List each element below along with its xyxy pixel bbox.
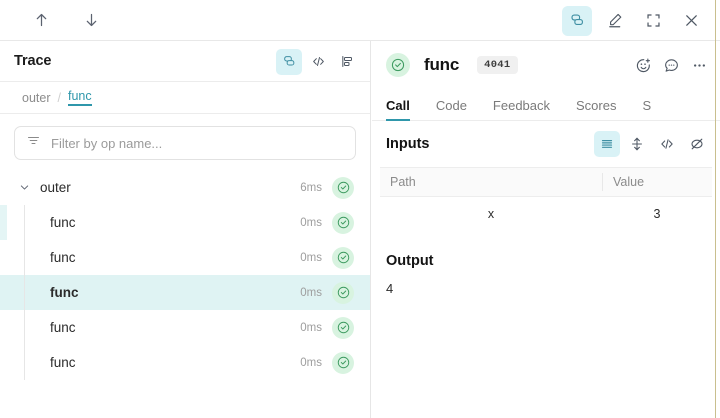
inputs-view-switcher xyxy=(594,131,710,157)
filter-icon xyxy=(26,133,41,153)
tab-scores[interactable]: Scores xyxy=(576,98,617,113)
trace-tree-row-outer[interactable]: outer 6ms xyxy=(0,170,370,205)
expand-rows-icon[interactable] xyxy=(624,131,650,157)
breadcrumb: outer / func xyxy=(0,82,370,114)
breadcrumb-item-root[interactable]: outer xyxy=(22,90,51,105)
top-toolbar-nav xyxy=(0,5,106,35)
cell-value: 3 xyxy=(653,207,661,221)
pencil-icon[interactable] xyxy=(600,6,630,36)
trace-row-status-icon xyxy=(332,351,354,374)
filter-input[interactable] xyxy=(51,135,344,151)
trace-row-label: func xyxy=(50,285,79,300)
trace-tree-row-func[interactable]: func 0ms xyxy=(0,345,370,380)
cell-path: x xyxy=(487,207,495,221)
trace-row-duration: 0ms xyxy=(300,321,322,334)
list-view-icon[interactable] xyxy=(594,131,620,157)
trace-row-status-icon xyxy=(332,316,354,339)
inputs-title: Inputs xyxy=(386,136,430,152)
trace-tree-row-func[interactable]: func 0ms xyxy=(0,275,370,310)
call-detail-panel: func 4041 xyxy=(372,41,720,418)
trace-row-label: func xyxy=(50,355,76,370)
trace-panel-title: Trace xyxy=(14,53,52,69)
tree-parent-indicator xyxy=(0,205,7,240)
call-tabs: Call Code Feedback Scores S xyxy=(372,89,720,121)
trace-tree-row-func[interactable]: func 0ms xyxy=(0,310,370,345)
tab-code[interactable]: Code xyxy=(435,98,467,113)
breadcrumb-separator: / xyxy=(57,90,61,105)
top-toolbar-actions xyxy=(562,0,706,41)
status-badge xyxy=(386,53,410,77)
column-header-path: Path xyxy=(390,175,416,189)
inputs-section-header: Inputs xyxy=(372,121,720,167)
inputs-table-header: Path Value xyxy=(380,167,712,197)
trace-row-label: func xyxy=(50,215,76,230)
arrow-up-icon[interactable] xyxy=(26,5,56,35)
trace-tree-row-func[interactable]: func 0ms xyxy=(0,205,370,240)
layers-icon[interactable] xyxy=(562,5,592,36)
layers-icon[interactable] xyxy=(276,48,302,75)
top-toolbar xyxy=(0,0,720,41)
trace-row-label: outer xyxy=(40,180,71,195)
filter-container xyxy=(0,114,370,170)
tab-call[interactable]: Call xyxy=(386,98,410,121)
code-icon[interactable] xyxy=(305,49,331,75)
breadcrumb-item-current[interactable]: func xyxy=(67,89,92,106)
trace-row-duration: 0ms xyxy=(300,356,322,369)
flamegraph-icon[interactable] xyxy=(334,49,360,75)
call-header: func 4041 xyxy=(372,41,720,89)
tree-guide-line xyxy=(24,205,25,380)
trace-row-duration: 0ms xyxy=(300,286,322,299)
arrow-down-icon[interactable] xyxy=(76,5,106,35)
hide-icon[interactable] xyxy=(684,131,710,157)
trace-row-label: func xyxy=(50,250,76,265)
more-options-icon[interactable] xyxy=(686,52,712,78)
trace-row-status-icon xyxy=(332,246,354,269)
chevron-down-icon[interactable] xyxy=(16,181,32,194)
code-icon[interactable] xyxy=(654,131,680,157)
filter-box[interactable] xyxy=(14,126,356,160)
trace-panel: Trace xyxy=(0,41,371,418)
column-header-value: Value xyxy=(602,173,712,191)
trace-row-status-icon xyxy=(332,211,354,234)
output-title: Output xyxy=(386,253,434,269)
call-header-actions xyxy=(630,41,712,89)
trace-tree-row-func[interactable]: func 0ms xyxy=(0,240,370,275)
close-icon[interactable] xyxy=(676,6,706,36)
tab-s[interactable]: S xyxy=(642,98,652,113)
trace-row-label: func xyxy=(50,320,76,335)
comment-icon[interactable] xyxy=(658,52,684,78)
add-reaction-icon[interactable] xyxy=(630,52,656,78)
trace-row-duration: 0ms xyxy=(300,251,322,264)
trace-panel-header: Trace xyxy=(0,41,370,82)
panel-edge-divider xyxy=(715,0,716,418)
output-section: Output 4 xyxy=(372,231,720,296)
trace-view-switcher xyxy=(276,41,360,82)
output-value: 4 xyxy=(386,281,394,296)
trace-row-status-icon xyxy=(332,281,354,304)
trace-row-duration: 6ms xyxy=(300,181,322,194)
trace-row-duration: 0ms xyxy=(300,216,322,229)
tab-feedback[interactable]: Feedback xyxy=(492,98,551,113)
fullscreen-icon[interactable] xyxy=(638,6,668,36)
trace-row-status-icon xyxy=(332,176,354,199)
call-id-badge: 4041 xyxy=(477,56,518,74)
page-title: func xyxy=(424,55,460,74)
